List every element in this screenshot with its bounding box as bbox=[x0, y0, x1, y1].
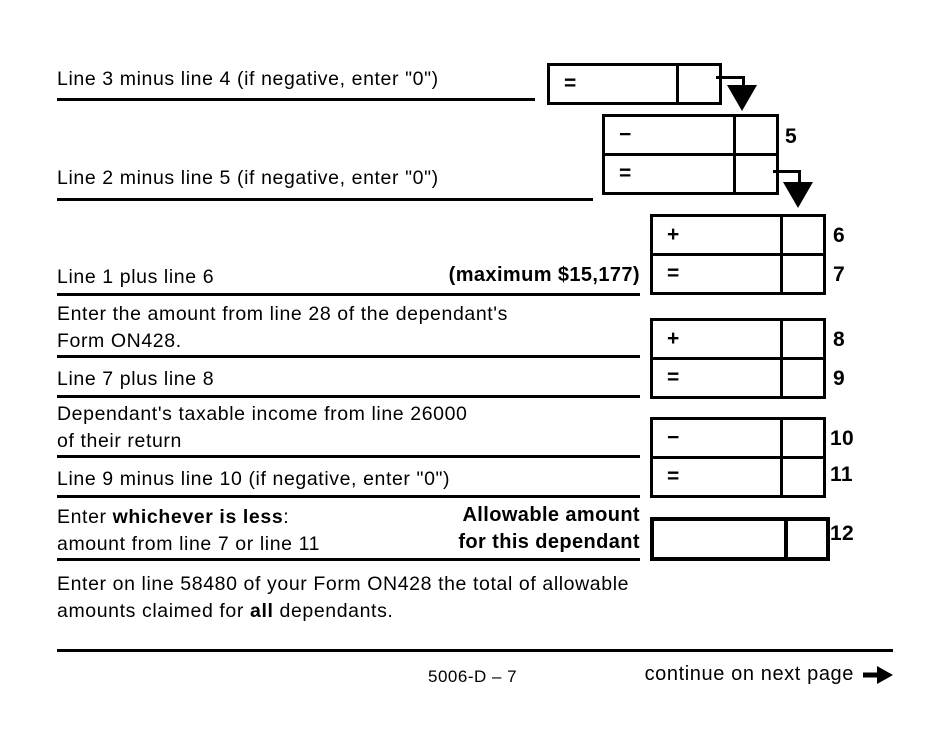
line-number-9: 9 bbox=[833, 367, 845, 390]
instruction-line: Enter on line 58480 of your Form ON428 t… bbox=[57, 573, 630, 595]
cents-entry-field[interactable] bbox=[780, 420, 823, 456]
minus-operator: − bbox=[667, 426, 680, 449]
note-line: for this dependant bbox=[458, 531, 640, 553]
entry-underline bbox=[57, 495, 640, 498]
instruction-line2-minus-line5: Line 2 minus line 5 (if negative, enter … bbox=[57, 167, 439, 189]
equals-operator: = bbox=[619, 162, 632, 185]
cents-entry-field[interactable] bbox=[676, 66, 719, 102]
amount-row-line6: + bbox=[653, 217, 823, 253]
bold-text-segment: all bbox=[250, 600, 274, 622]
line-number-10: 10 bbox=[830, 427, 854, 450]
minus-operator: − bbox=[619, 123, 632, 146]
calc-box-line12-allowable-amount bbox=[650, 517, 830, 561]
cents-entry-field[interactable] bbox=[780, 459, 823, 495]
entry-underline bbox=[57, 558, 640, 561]
line-number-11: 11 bbox=[830, 463, 853, 486]
down-arrow-icon bbox=[783, 182, 813, 208]
line-number-8: 8 bbox=[833, 328, 845, 351]
entry-underline bbox=[57, 355, 640, 358]
instruction-taxable-income: Dependant's taxable income from line 260… bbox=[57, 401, 468, 455]
entry-underline bbox=[57, 98, 535, 101]
amount-entry-field[interactable]: + bbox=[653, 217, 780, 253]
amount-row-line5: − bbox=[605, 117, 776, 153]
instruction-dependant-line28: Enter the amount from line 28 of the dep… bbox=[57, 301, 508, 355]
calc-box-line3-minus-line4: = bbox=[547, 63, 722, 105]
cents-entry-field[interactable] bbox=[780, 217, 823, 253]
amount-entry-field[interactable]: = bbox=[653, 256, 780, 292]
instruction-line: Enter the amount from line 28 of the dep… bbox=[57, 303, 508, 325]
calc-box-group-line8-9: + = bbox=[650, 318, 826, 399]
instruction-line7-plus-line8: Line 7 plus line 8 bbox=[57, 368, 215, 390]
instruction-line: of their return bbox=[57, 430, 182, 452]
instruction-line58480-total: Enter on line 58480 of your Form ON428 t… bbox=[57, 571, 629, 625]
amount-row-result: = bbox=[605, 153, 776, 192]
line-number-5: 5 bbox=[785, 125, 797, 148]
instruction-line: amount from line 7 or line 11 bbox=[57, 533, 321, 555]
line-number-6: 6 bbox=[833, 224, 845, 247]
allowable-amount-note: Allowable amount for this dependant bbox=[57, 502, 640, 556]
amount-entry-field[interactable]: = bbox=[605, 156, 733, 192]
equals-operator: = bbox=[667, 366, 680, 389]
cents-entry-field[interactable] bbox=[780, 321, 823, 357]
instruction-whichever-is-less: Enter whichever is less: amount from lin… bbox=[57, 504, 320, 558]
amount-row: = bbox=[550, 66, 719, 102]
text-segment: amounts claimed for bbox=[57, 600, 250, 622]
maximum-amount-note: (maximum $15,177) bbox=[448, 264, 640, 286]
amount-row-line8: + bbox=[653, 321, 823, 357]
amount-row-line7: = bbox=[653, 253, 823, 292]
equals-operator: = bbox=[667, 465, 680, 488]
instruction-line: Form ON428. bbox=[57, 330, 182, 352]
line-number-7: 7 bbox=[833, 263, 845, 286]
instruction-line9-minus-line10: Line 9 minus line 10 (if negative, enter… bbox=[57, 468, 451, 490]
equals-operator: = bbox=[564, 72, 577, 95]
instruction-line: Dependant's taxable income from line 260… bbox=[57, 403, 468, 425]
amount-entry-field[interactable]: + bbox=[653, 321, 780, 357]
amount-row-line9: = bbox=[653, 357, 823, 396]
right-arrow-icon bbox=[863, 665, 893, 684]
cents-entry-field[interactable] bbox=[784, 521, 826, 557]
instruction-line: Enter whichever is less: bbox=[57, 504, 320, 531]
entry-underline bbox=[57, 455, 640, 458]
amount-entry-field[interactable]: − bbox=[605, 117, 733, 153]
cents-entry-field[interactable] bbox=[733, 156, 776, 192]
text-segment: Enter bbox=[57, 506, 113, 528]
plus-operator: + bbox=[667, 327, 680, 350]
cents-entry-field[interactable] bbox=[733, 117, 776, 153]
calc-box-group-line10-11: − = bbox=[650, 417, 826, 498]
bold-text-segment: whichever is less bbox=[112, 506, 284, 528]
down-arrow-icon bbox=[727, 85, 757, 111]
amount-entry-field[interactable]: = bbox=[653, 360, 780, 396]
flow-connector bbox=[773, 170, 801, 183]
continue-next-page: continue on next page bbox=[645, 663, 895, 686]
amount-entry-field[interactable]: = bbox=[550, 66, 676, 102]
cents-entry-field[interactable] bbox=[780, 256, 823, 292]
instruction-line: amounts claimed for all dependants. bbox=[57, 598, 629, 625]
instruction-line3-minus-line4: Line 3 minus line 4 (if negative, enter … bbox=[57, 68, 439, 90]
amount-entry-field[interactable]: = bbox=[653, 459, 780, 495]
amount-row-line12 bbox=[654, 521, 826, 557]
text-segment: : bbox=[283, 506, 290, 528]
calc-box-group-line6-7: + = bbox=[650, 214, 826, 295]
continue-label: continue on next page bbox=[644, 663, 854, 685]
text-segment: dependants. bbox=[273, 600, 394, 622]
amount-entry-field[interactable] bbox=[654, 521, 784, 557]
note-line: Allowable amount bbox=[462, 504, 640, 526]
entry-underline bbox=[57, 198, 593, 201]
entry-underline bbox=[57, 395, 640, 398]
cents-entry-field[interactable] bbox=[780, 360, 823, 396]
amount-entry-field[interactable]: − bbox=[653, 420, 780, 456]
amount-row-line10: − bbox=[653, 420, 823, 456]
amount-row-line11: = bbox=[653, 456, 823, 495]
entry-underline bbox=[57, 293, 640, 296]
footer-rule bbox=[57, 649, 893, 652]
flow-connector bbox=[716, 76, 745, 87]
calc-box-group-line5: − = bbox=[602, 114, 779, 195]
line-number-12: 12 bbox=[830, 522, 854, 545]
page-number: 5006-D – 7 bbox=[428, 667, 518, 686]
instruction-line1-plus-line6: Line 1 plus line 6 bbox=[57, 266, 215, 288]
plus-operator: + bbox=[667, 223, 680, 246]
equals-operator: = bbox=[667, 262, 680, 285]
